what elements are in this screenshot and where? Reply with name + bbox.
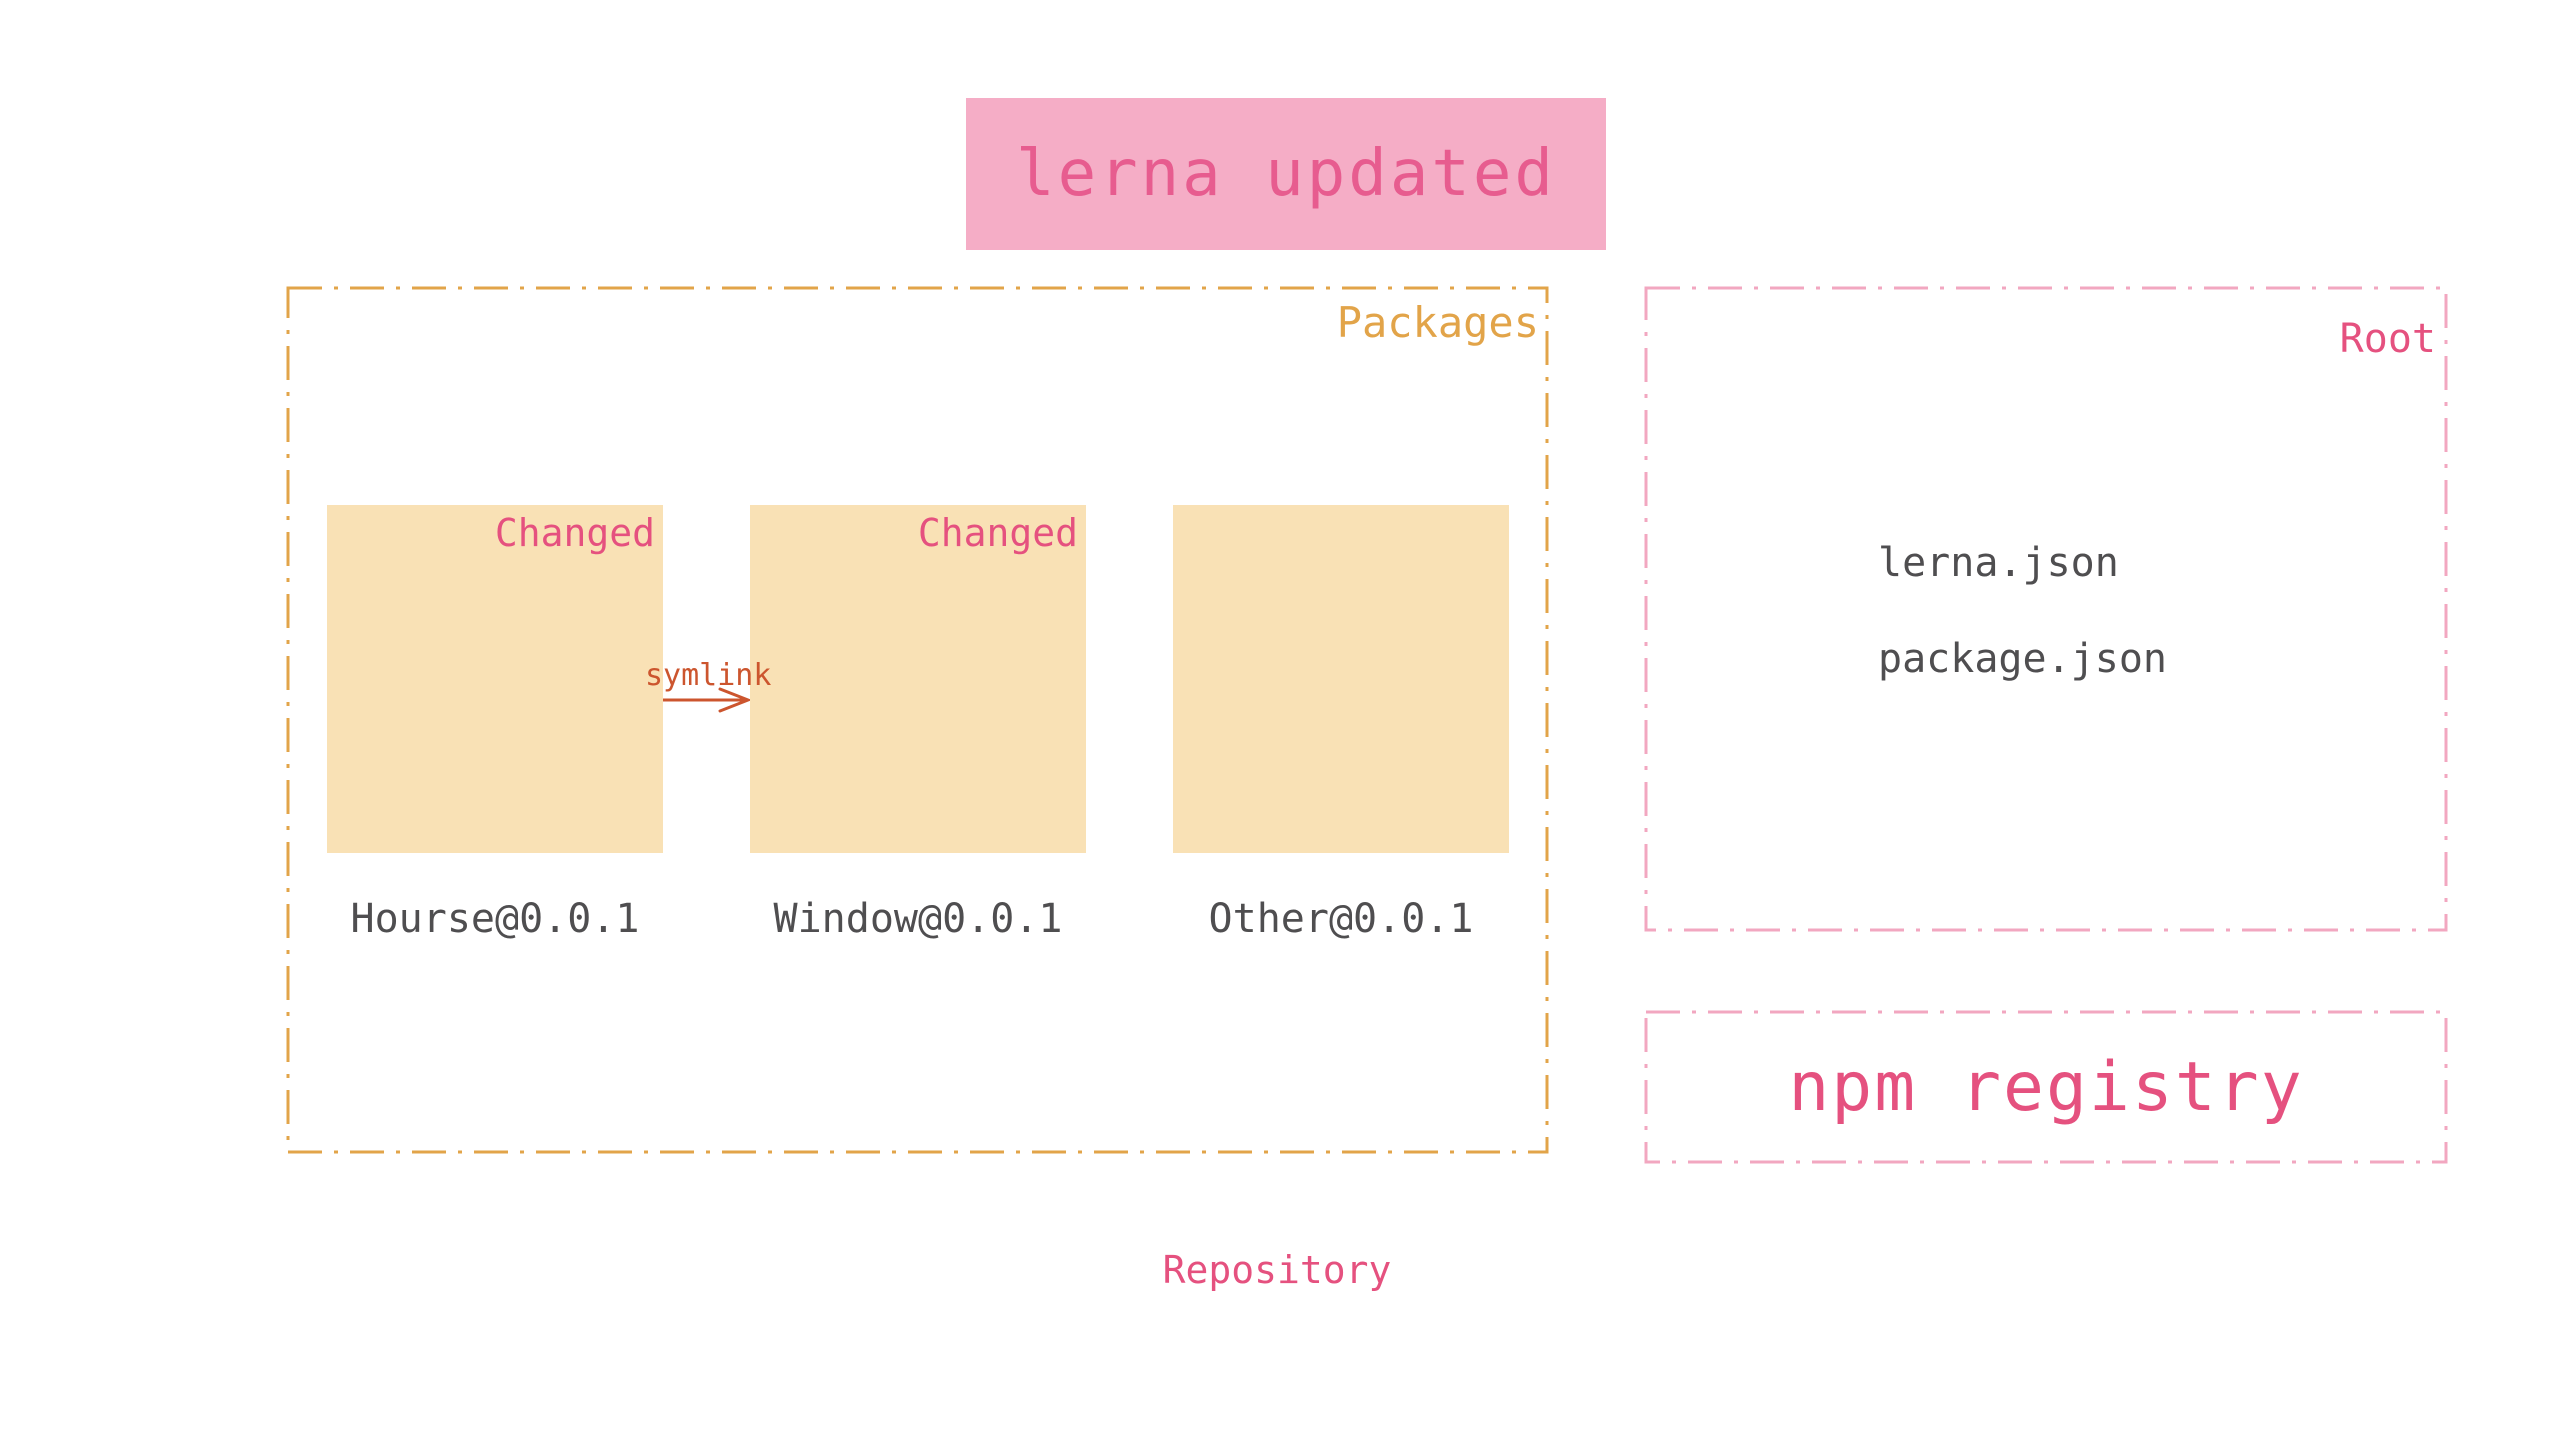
- npm-registry-label: npm registry: [1788, 1047, 2304, 1127]
- root-file-package-json: package.json: [1878, 636, 2167, 682]
- package-name-other: Other@0.0.1: [1208, 896, 1474, 942]
- changed-badge: Changed: [494, 511, 655, 555]
- package-name-hourse: Hourse@0.0.1: [350, 896, 640, 942]
- symlink-label: symlink: [645, 658, 772, 693]
- root-section-label: Root: [2339, 316, 2436, 362]
- repository-label: Repository: [1162, 1248, 1392, 1292]
- root-file-lerna-json: lerna.json: [1878, 540, 2119, 586]
- package-box-other: [1173, 505, 1509, 853]
- changed-badge: Changed: [917, 511, 1078, 555]
- root-box-border: [1644, 286, 2448, 932]
- packages-section-label: Packages: [1336, 298, 1539, 347]
- title-banner: lerna updated: [966, 98, 1606, 250]
- package-box-window: Changed: [750, 505, 1086, 853]
- package-name-window: Window@0.0.1: [773, 896, 1063, 942]
- package-box-hourse: Changed: [327, 505, 663, 853]
- title-banner-label: lerna updated: [1016, 137, 1556, 211]
